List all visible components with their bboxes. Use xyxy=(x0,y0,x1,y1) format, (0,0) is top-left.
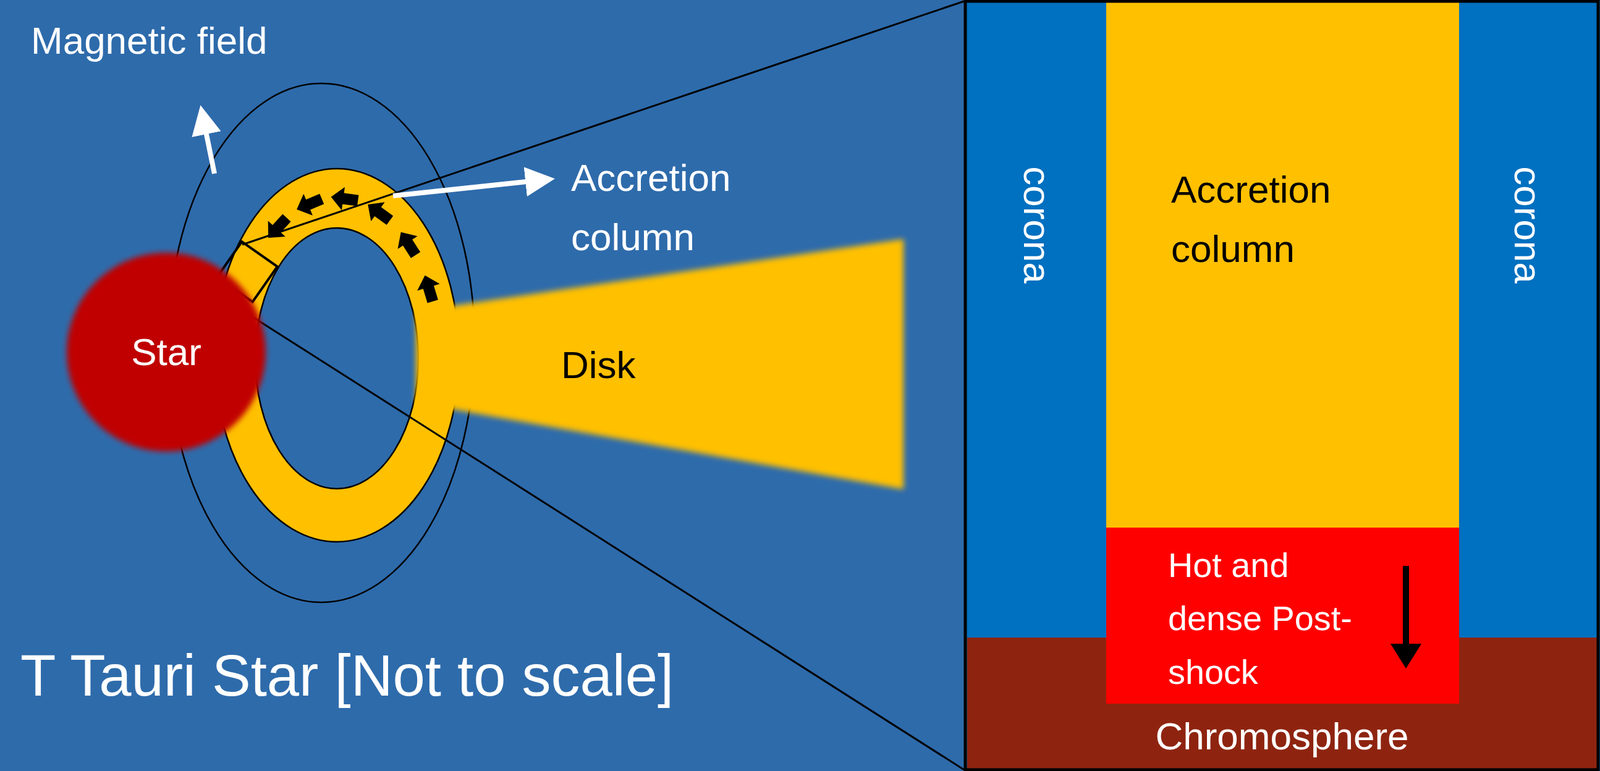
disk-wedge-outline xyxy=(413,236,906,492)
post-shock-box: Hot and dense Post-shock xyxy=(1106,527,1460,704)
corona-band: corona xyxy=(1459,2,1597,638)
leader-arrow xyxy=(201,110,215,174)
node-text: corona xyxy=(1006,166,1067,284)
disk-wedge: Disk xyxy=(413,236,906,492)
flow-arrow xyxy=(391,226,426,263)
zoom-line xyxy=(242,1,965,245)
node-text: Hot and dense Post-shock xyxy=(1168,538,1391,699)
flow-arrow xyxy=(329,185,360,213)
diagram-title: T Tauri Star [Not to scale] xyxy=(20,642,674,710)
node-text: corona xyxy=(1498,166,1558,284)
flow-arrows xyxy=(259,185,444,305)
corona-band: corona xyxy=(967,2,1107,638)
accretion-column-box: Accretion column xyxy=(1106,2,1460,528)
node-text: Star xyxy=(131,322,202,382)
star-circle: Star xyxy=(64,250,269,455)
node-text: Accretion column xyxy=(1171,160,1431,279)
column-label: Accretion column xyxy=(571,148,831,267)
field-line xyxy=(255,228,419,489)
flow-arrow xyxy=(413,271,444,305)
leader-arrow xyxy=(393,179,551,196)
zoom-panel xyxy=(964,0,1600,771)
field-label: Magnetic field xyxy=(30,11,268,71)
panel-border xyxy=(965,1,1599,771)
node-text: Disk xyxy=(561,335,636,395)
node-text: Chromosphere xyxy=(1155,706,1409,767)
flow-arrow xyxy=(1402,566,1410,663)
flow-arrow xyxy=(360,195,397,231)
flow-arrow xyxy=(292,187,327,221)
